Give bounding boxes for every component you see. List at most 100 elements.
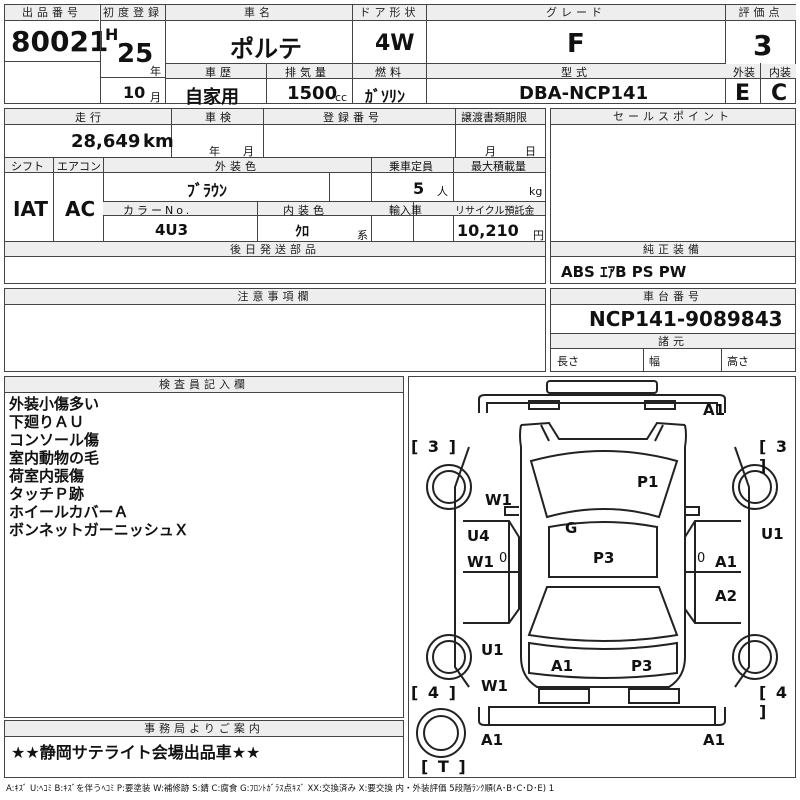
interior-label: 内装 [769, 66, 791, 79]
inspection-month-unit: 月 [243, 145, 254, 158]
recycle-fee: 10,210 [457, 221, 519, 240]
mark-a1-trunk-left: A1 [551, 657, 574, 675]
spare-tire: [ T ] [421, 757, 468, 776]
displacement-unit: cc [335, 91, 348, 104]
color-label: 外装色 [215, 160, 260, 173]
mark-g-windshield: G [565, 519, 578, 537]
mark-u1-right: U1 [761, 525, 784, 543]
capacity: 5 [413, 179, 425, 198]
mark-a1-rear-right: A1 [703, 731, 726, 749]
mark-p1-hood: P1 [637, 473, 659, 491]
tire-front-right: [ 3 ] [759, 437, 790, 475]
tire-rear-left: [ 4 ] [411, 683, 458, 702]
grade-label: グレード [427, 5, 725, 21]
year-unit: 年 [150, 65, 161, 78]
transfer-day-unit: 日 [525, 145, 536, 158]
mark-u4-left-door: U4 [467, 527, 490, 545]
specs-block: 走行 車検 登録番号 譲渡書類期限 28,649 km 年 月 月 日 シフト … [4, 108, 546, 284]
history-label: 車歴 [205, 66, 235, 79]
notice-block: 注意事項欄 [4, 288, 546, 372]
capacity-label: 乗車定員 [389, 160, 433, 173]
tire-rear-right: [ 4 ] [759, 683, 790, 721]
body-color: ﾌﾞﾗｳﾝ [187, 181, 228, 200]
interior-color-unit: 系 [357, 229, 368, 242]
equipment-label: 純正装備 [551, 242, 795, 257]
tire-front-left: [ 3 ] [411, 437, 458, 456]
load-label: 最大積載量 [471, 160, 526, 173]
mileage-label: 走行 [75, 111, 105, 124]
color-number: 4U3 [155, 221, 189, 239]
displacement-label: 排気量 [285, 66, 330, 79]
reg-month: 10 [123, 83, 146, 102]
mark-a1-rear-left: A1 [481, 731, 504, 749]
inspector-note: タッチＰ跡 [9, 485, 85, 503]
door-type: 4W [375, 31, 415, 56]
aircon: AC [65, 197, 96, 221]
chassis-label: 車台番号 [551, 289, 795, 305]
colorno-label: カラーNo. [123, 204, 193, 217]
inspector-block: 検査員記入欄 外装小傷多い 下廻りＡＵ コンソール傷 室内動物の毛 荷室内張傷 … [4, 376, 404, 718]
office-label: 事務局よりご案内 [5, 721, 403, 737]
height-label: 高さ [727, 355, 749, 368]
inspector-notes: 外装小傷多い 下廻りＡＵ コンソール傷 室内動物の毛 荷室内張傷 タッチＰ跡 ホ… [9, 395, 189, 539]
intcolor-label: 内装色 [283, 204, 328, 217]
recycle-unit: 円 [533, 229, 544, 242]
mileage-unit: km [143, 131, 174, 152]
interior-grade: C [771, 81, 788, 106]
model-label: 型式 [561, 66, 591, 79]
transfer-label: 譲渡書類期限 [461, 111, 527, 124]
office-block: 事務局よりご案内 ★★静岡サテライト会場出品車★★ [4, 720, 404, 778]
car-outline [416, 380, 778, 758]
lot-label: 出品番号 [5, 5, 99, 21]
regno-label: 登録番号 [323, 111, 383, 124]
era: H [105, 25, 119, 44]
model-code: DBA-NCP141 [519, 83, 649, 104]
inspector-note: 外装小傷多い [9, 395, 100, 413]
mark-a1-front-bumper: A1 [703, 401, 726, 419]
grade: F [567, 29, 585, 59]
inspector-note: 下廻りＡＵ [9, 413, 85, 431]
fuel: ｶﾞｿﾘﾝ [365, 87, 406, 106]
inspection-year-unit: 年 [209, 145, 220, 158]
chassis-number: NCP141-9089843 [589, 307, 783, 331]
inspector-note: ボンネットガーニッシュＸ [9, 521, 189, 539]
score-label: 評価点 [726, 5, 796, 21]
mark-a1-right-door: A1 [715, 553, 738, 571]
mark-w1-left-rear: W1 [481, 677, 508, 695]
shift-label: シフト [11, 160, 44, 173]
inspector-label: 検査員記入欄 [5, 377, 403, 393]
dims-label: 諸元 [551, 334, 795, 349]
lot-number: 80021 [11, 25, 109, 58]
inspector-note: 室内動物の毛 [9, 449, 100, 467]
width-label: 幅 [649, 355, 660, 368]
equipment: ABS ｴｱB PS PW [561, 263, 687, 281]
mark-p3-trunk-right: P3 [631, 657, 653, 675]
office-note: ★★静岡サテライト会場出品車★★ [11, 743, 261, 762]
notice-label: 注意事項欄 [5, 289, 545, 305]
mark-w1-left-front: W1 [485, 491, 512, 509]
inspector-note: ホイールカバーＡ [9, 503, 129, 521]
mark-w1-left-door: W1 [467, 553, 494, 571]
ac-label: エアコン [57, 160, 101, 173]
car-diagram: [ 3 ] [ 3 ] [ 4 ] [ 4 ] [ T ] A1 W1 P1 G… [408, 376, 796, 778]
fuel-label: 燃料 [375, 66, 405, 79]
inspection-label: 車検 [205, 111, 235, 124]
mark-a2-right-rear: A2 [715, 587, 738, 605]
later-parts-label: 後日発送部品 [5, 242, 545, 257]
import-label: 輸入車 [389, 204, 422, 217]
door-label: ドア形状 [353, 5, 426, 21]
shift: IAT [13, 197, 49, 221]
load-unit: kg [529, 185, 543, 198]
car-name: ポルテ [230, 35, 302, 63]
inspector-note: コンソール傷 [9, 431, 100, 449]
mark-zero-right: 0 [697, 551, 706, 566]
interior-color: ｸﾛ [295, 224, 309, 240]
reg-year: 25 [117, 39, 154, 69]
mark-zero-left: 0 [499, 551, 508, 566]
chassis-block: 車台番号 NCP141-9089843 諸元 長さ 幅 高さ [550, 288, 796, 372]
transfer-month-unit: 月 [485, 145, 496, 158]
legend: A:ｷｽﾞ U:ﾍｺﾐ B:ｷｽﾞを伴うﾍｺﾐ P:要塗装 W:補修跡 S:錆 … [6, 784, 555, 794]
mark-u1-left-rear: U1 [481, 641, 504, 659]
mark-p3-roof: P3 [593, 549, 615, 567]
recycle-label: リサイクル預託金 [455, 206, 535, 217]
